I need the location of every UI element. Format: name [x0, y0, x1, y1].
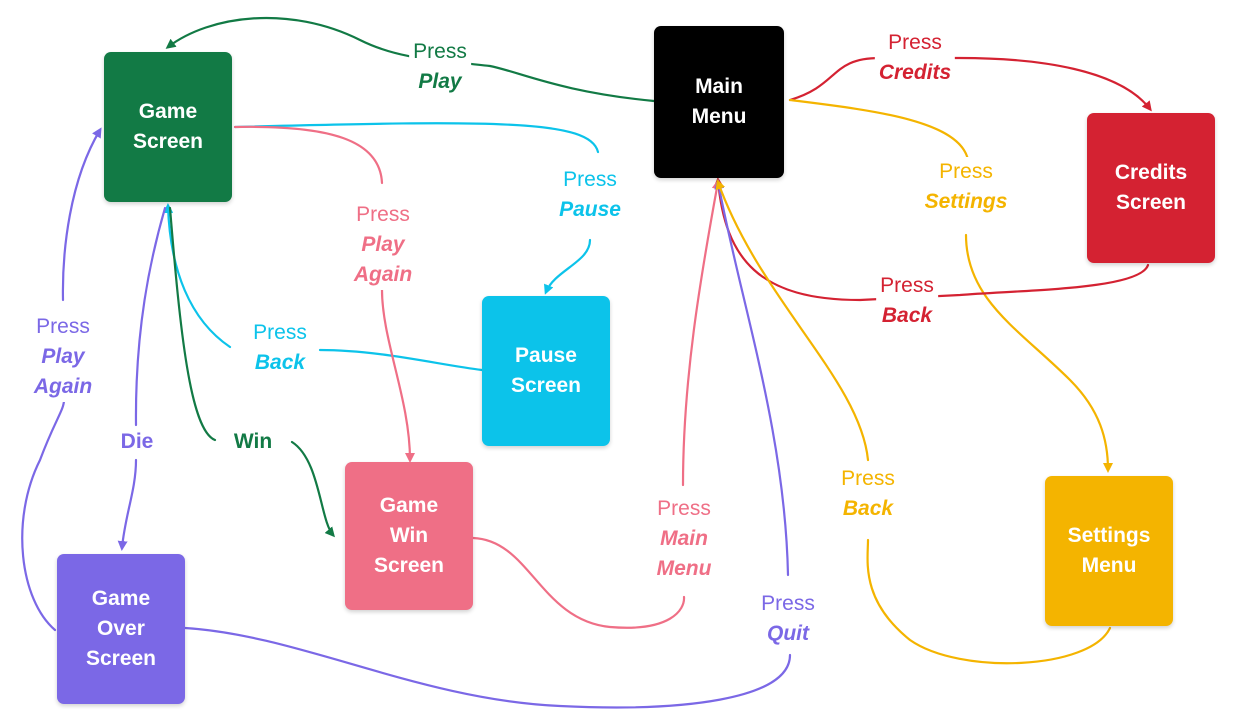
edge-main-menu — [471, 182, 718, 629]
label-settings-back-action: Press — [841, 467, 895, 490]
label-win-play-again-target: Play Again — [353, 233, 413, 286]
label-pause-target: Pause — [559, 198, 621, 221]
label-over-play-again-action: Press — [36, 315, 90, 338]
label-win-play-again-action: Press — [356, 203, 410, 226]
settings-menu-node[interactable]: Settings Menu — [1045, 476, 1173, 626]
label-credits-back-target: Back — [881, 304, 933, 327]
label-credits-target: Credits — [878, 61, 952, 84]
game-win-screen-node[interactable]: Game Win Screen — [345, 462, 473, 610]
label-main-menu-target: Main Menu — [656, 527, 712, 580]
label-pause-back-target: Back — [254, 351, 306, 374]
label-pause-back-action: Press — [253, 321, 307, 344]
label-credits-action: Press — [888, 31, 942, 54]
label-quit: Press Quit — [757, 589, 819, 649]
pause-screen-node[interactable]: Pause Screen — [482, 296, 610, 446]
label-settings-action: Press — [939, 160, 993, 183]
label-pause-back: Press Back — [249, 318, 311, 378]
label-over-play-again: Press Play Again — [29, 312, 97, 402]
label-play: Press Play — [409, 37, 471, 97]
label-settings-target: Settings — [924, 190, 1008, 213]
game-over-screen-node[interactable]: Game Over Screen — [57, 554, 185, 704]
label-settings-back: Press Back — [837, 464, 899, 524]
label-credits-back-action: Press — [880, 274, 934, 297]
label-die: Die — [116, 427, 158, 457]
label-play-action: Press — [413, 40, 467, 63]
credits-screen-node[interactable]: Credits Screen — [1087, 113, 1215, 263]
label-win-play-again: Press Play Again — [349, 200, 417, 290]
label-pause: Press Pause — [555, 165, 625, 225]
label-credits: Press Credits — [874, 28, 956, 88]
label-win: Win — [229, 427, 277, 457]
edge-settings-back — [718, 182, 1112, 665]
label-win-target: Win — [233, 430, 273, 453]
edge-over-play-again — [21, 130, 100, 632]
label-quit-action: Press — [761, 592, 815, 615]
label-die-target: Die — [120, 430, 154, 453]
label-pause-action: Press — [563, 168, 617, 191]
label-settings-back-target: Back — [842, 497, 894, 520]
edge-credits — [788, 56, 1152, 112]
label-main-menu-action: Press — [657, 497, 711, 520]
edge-quit — [183, 182, 792, 709]
label-play-target: Play — [418, 70, 462, 93]
edge-pause-back — [168, 206, 484, 372]
edge-pause — [233, 122, 600, 292]
main-menu-node[interactable]: Main Menu — [654, 26, 784, 178]
label-quit-target: Quit — [767, 622, 809, 645]
game-screen-node[interactable]: Game Screen — [104, 52, 232, 202]
label-main-menu: Press Main Menu — [652, 494, 716, 584]
label-settings: Press Settings — [920, 157, 1012, 217]
edge-die — [122, 206, 167, 548]
edge-win — [168, 206, 333, 535]
edge-settings — [788, 98, 1108, 470]
label-credits-back: Press Back — [876, 271, 938, 331]
edge-credits-back — [713, 177, 1150, 302]
edge-win-play-again — [233, 125, 410, 460]
label-over-play-again-target: Play Again — [33, 345, 93, 398]
